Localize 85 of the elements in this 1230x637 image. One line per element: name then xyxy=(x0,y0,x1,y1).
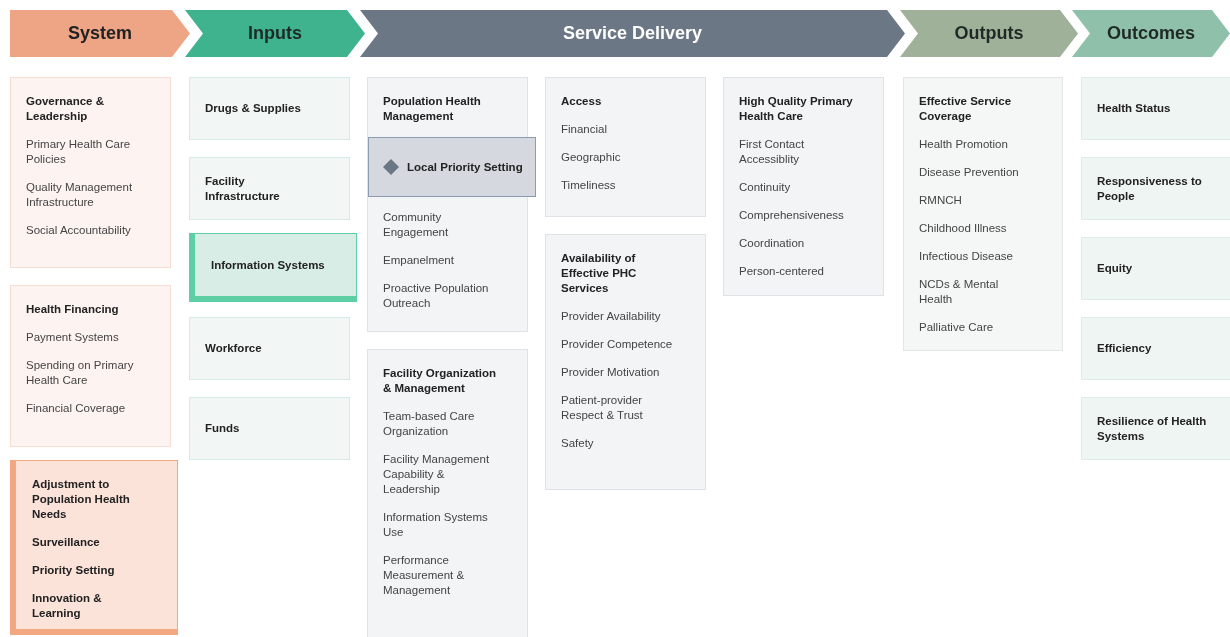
indicator-text: Palliative Care xyxy=(919,320,995,335)
category-card xyxy=(189,77,350,140)
card-heading: Local Priority Setting xyxy=(407,161,523,173)
card-heading: Adjustment to Population Health Needs xyxy=(32,477,131,522)
indicator-text: Infectious Disease xyxy=(919,249,1014,264)
card-heading: Health Financing xyxy=(26,302,120,317)
stage-label: Inputs xyxy=(248,23,302,44)
card-heading: Governance & Leadership xyxy=(26,94,105,124)
category-card xyxy=(1081,157,1230,220)
indicator-text: Spending on Primary Health Care xyxy=(26,358,135,388)
indicator-text: Timeliness xyxy=(561,178,617,193)
indicator-text: Information Systems Use xyxy=(383,510,489,540)
stage-header-banner xyxy=(1072,10,1230,57)
card-heading: Equity xyxy=(1097,261,1134,276)
category-card xyxy=(1081,317,1230,380)
card-heading: Efficiency xyxy=(1097,341,1153,356)
card-heading: Funds xyxy=(205,421,241,436)
indicator-text: Financial xyxy=(561,122,609,137)
stage-header-banner xyxy=(900,10,1078,57)
card-heading: Population Health Management xyxy=(383,94,482,124)
card-heading: Responsiveness to People xyxy=(1097,173,1203,204)
indicator-text: Safety xyxy=(561,436,595,451)
category-card xyxy=(189,233,357,302)
indicator-text: Proactive Population Outreach xyxy=(383,281,490,311)
card-heading: Access xyxy=(561,94,603,109)
indicator-text: Empanelment xyxy=(383,253,455,268)
indicator-text: Priority Setting xyxy=(32,563,116,578)
card-heading: Drugs & Supplies xyxy=(205,101,302,116)
indicator-text: Person-centered xyxy=(739,264,826,279)
category-card xyxy=(903,77,1063,351)
card-heading: Information Systems xyxy=(211,257,326,273)
indicator-text: Patient-provider Respect & Trust xyxy=(561,393,644,423)
card-heading: High Quality Primary Health Care xyxy=(739,94,853,124)
stage-label: Outputs xyxy=(954,23,1024,44)
category-card xyxy=(10,285,171,447)
stage-header-banner xyxy=(360,10,905,57)
category-card xyxy=(545,234,706,490)
indicator-text: Innovation & Learning xyxy=(32,591,103,621)
category-card xyxy=(10,77,171,268)
category-card xyxy=(189,397,350,460)
indicator-text: Payment Systems xyxy=(26,330,120,345)
category-card xyxy=(189,157,350,220)
stage-label: System xyxy=(67,23,132,44)
indicator-text: Geographic xyxy=(561,150,622,165)
highlight-card xyxy=(368,137,536,197)
indicator-text: Health Promotion xyxy=(919,137,1009,152)
card-heading: Facility Organization & Management xyxy=(383,366,497,396)
indicator-text: Facility Management Capability & Leadership xyxy=(383,452,491,497)
card-heading: Facility Infrastructure xyxy=(205,173,281,204)
indicator-text: Provider Motivation xyxy=(561,365,661,380)
indicator-text: Childhood Illness xyxy=(919,221,1008,236)
indicator-text: Continuity xyxy=(739,180,792,195)
card-heading: Effective Service Coverage xyxy=(919,94,1013,124)
indicator-text: Performance Measurement & Management xyxy=(383,553,466,598)
category-card xyxy=(1081,397,1230,460)
indicator-text: Primary Health Care Policies xyxy=(26,137,132,167)
stage-label: Outcomes xyxy=(1107,23,1195,44)
indicator-text: Community Engagement xyxy=(383,210,450,240)
indicator-text: Provider Availability xyxy=(561,309,662,324)
indicator-text: Team-based Care Organization xyxy=(383,409,476,439)
indicator-text: NCDs & Mental Health xyxy=(919,277,1000,307)
category-card xyxy=(723,77,884,296)
indicator-text: Disease Prevention xyxy=(919,165,1020,180)
card-heading: Workforce xyxy=(205,341,263,356)
card-heading: Availability of Effective PHC Services xyxy=(561,251,638,296)
category-card xyxy=(1081,77,1230,140)
indicator-text: Coordination xyxy=(739,236,806,251)
card-heading: Health Status xyxy=(1097,101,1172,116)
category-card xyxy=(10,460,178,635)
category-card xyxy=(367,349,528,637)
indicator-text: Quality Management Infrastructure xyxy=(26,180,134,210)
stage-header-banner xyxy=(185,10,365,57)
indicator-text: RMNCH xyxy=(919,193,963,208)
indicator-text: First Contact Accessiblity xyxy=(739,137,806,167)
card-heading: Resilience of Health Systems xyxy=(1097,413,1208,444)
indicator-text: Financial Coverage xyxy=(26,401,127,416)
indicator-text: Social Accountability xyxy=(26,223,132,238)
indicator-text: Comprehensiveness xyxy=(739,208,845,223)
stage-header-banner xyxy=(10,10,190,57)
category-card xyxy=(189,317,350,380)
indicator-text: Provider Competence xyxy=(561,337,674,352)
category-card xyxy=(1081,237,1230,300)
category-card xyxy=(545,77,706,217)
indicator-text: Surveillance xyxy=(32,535,101,550)
stage-label: Service Delivery xyxy=(562,23,703,44)
